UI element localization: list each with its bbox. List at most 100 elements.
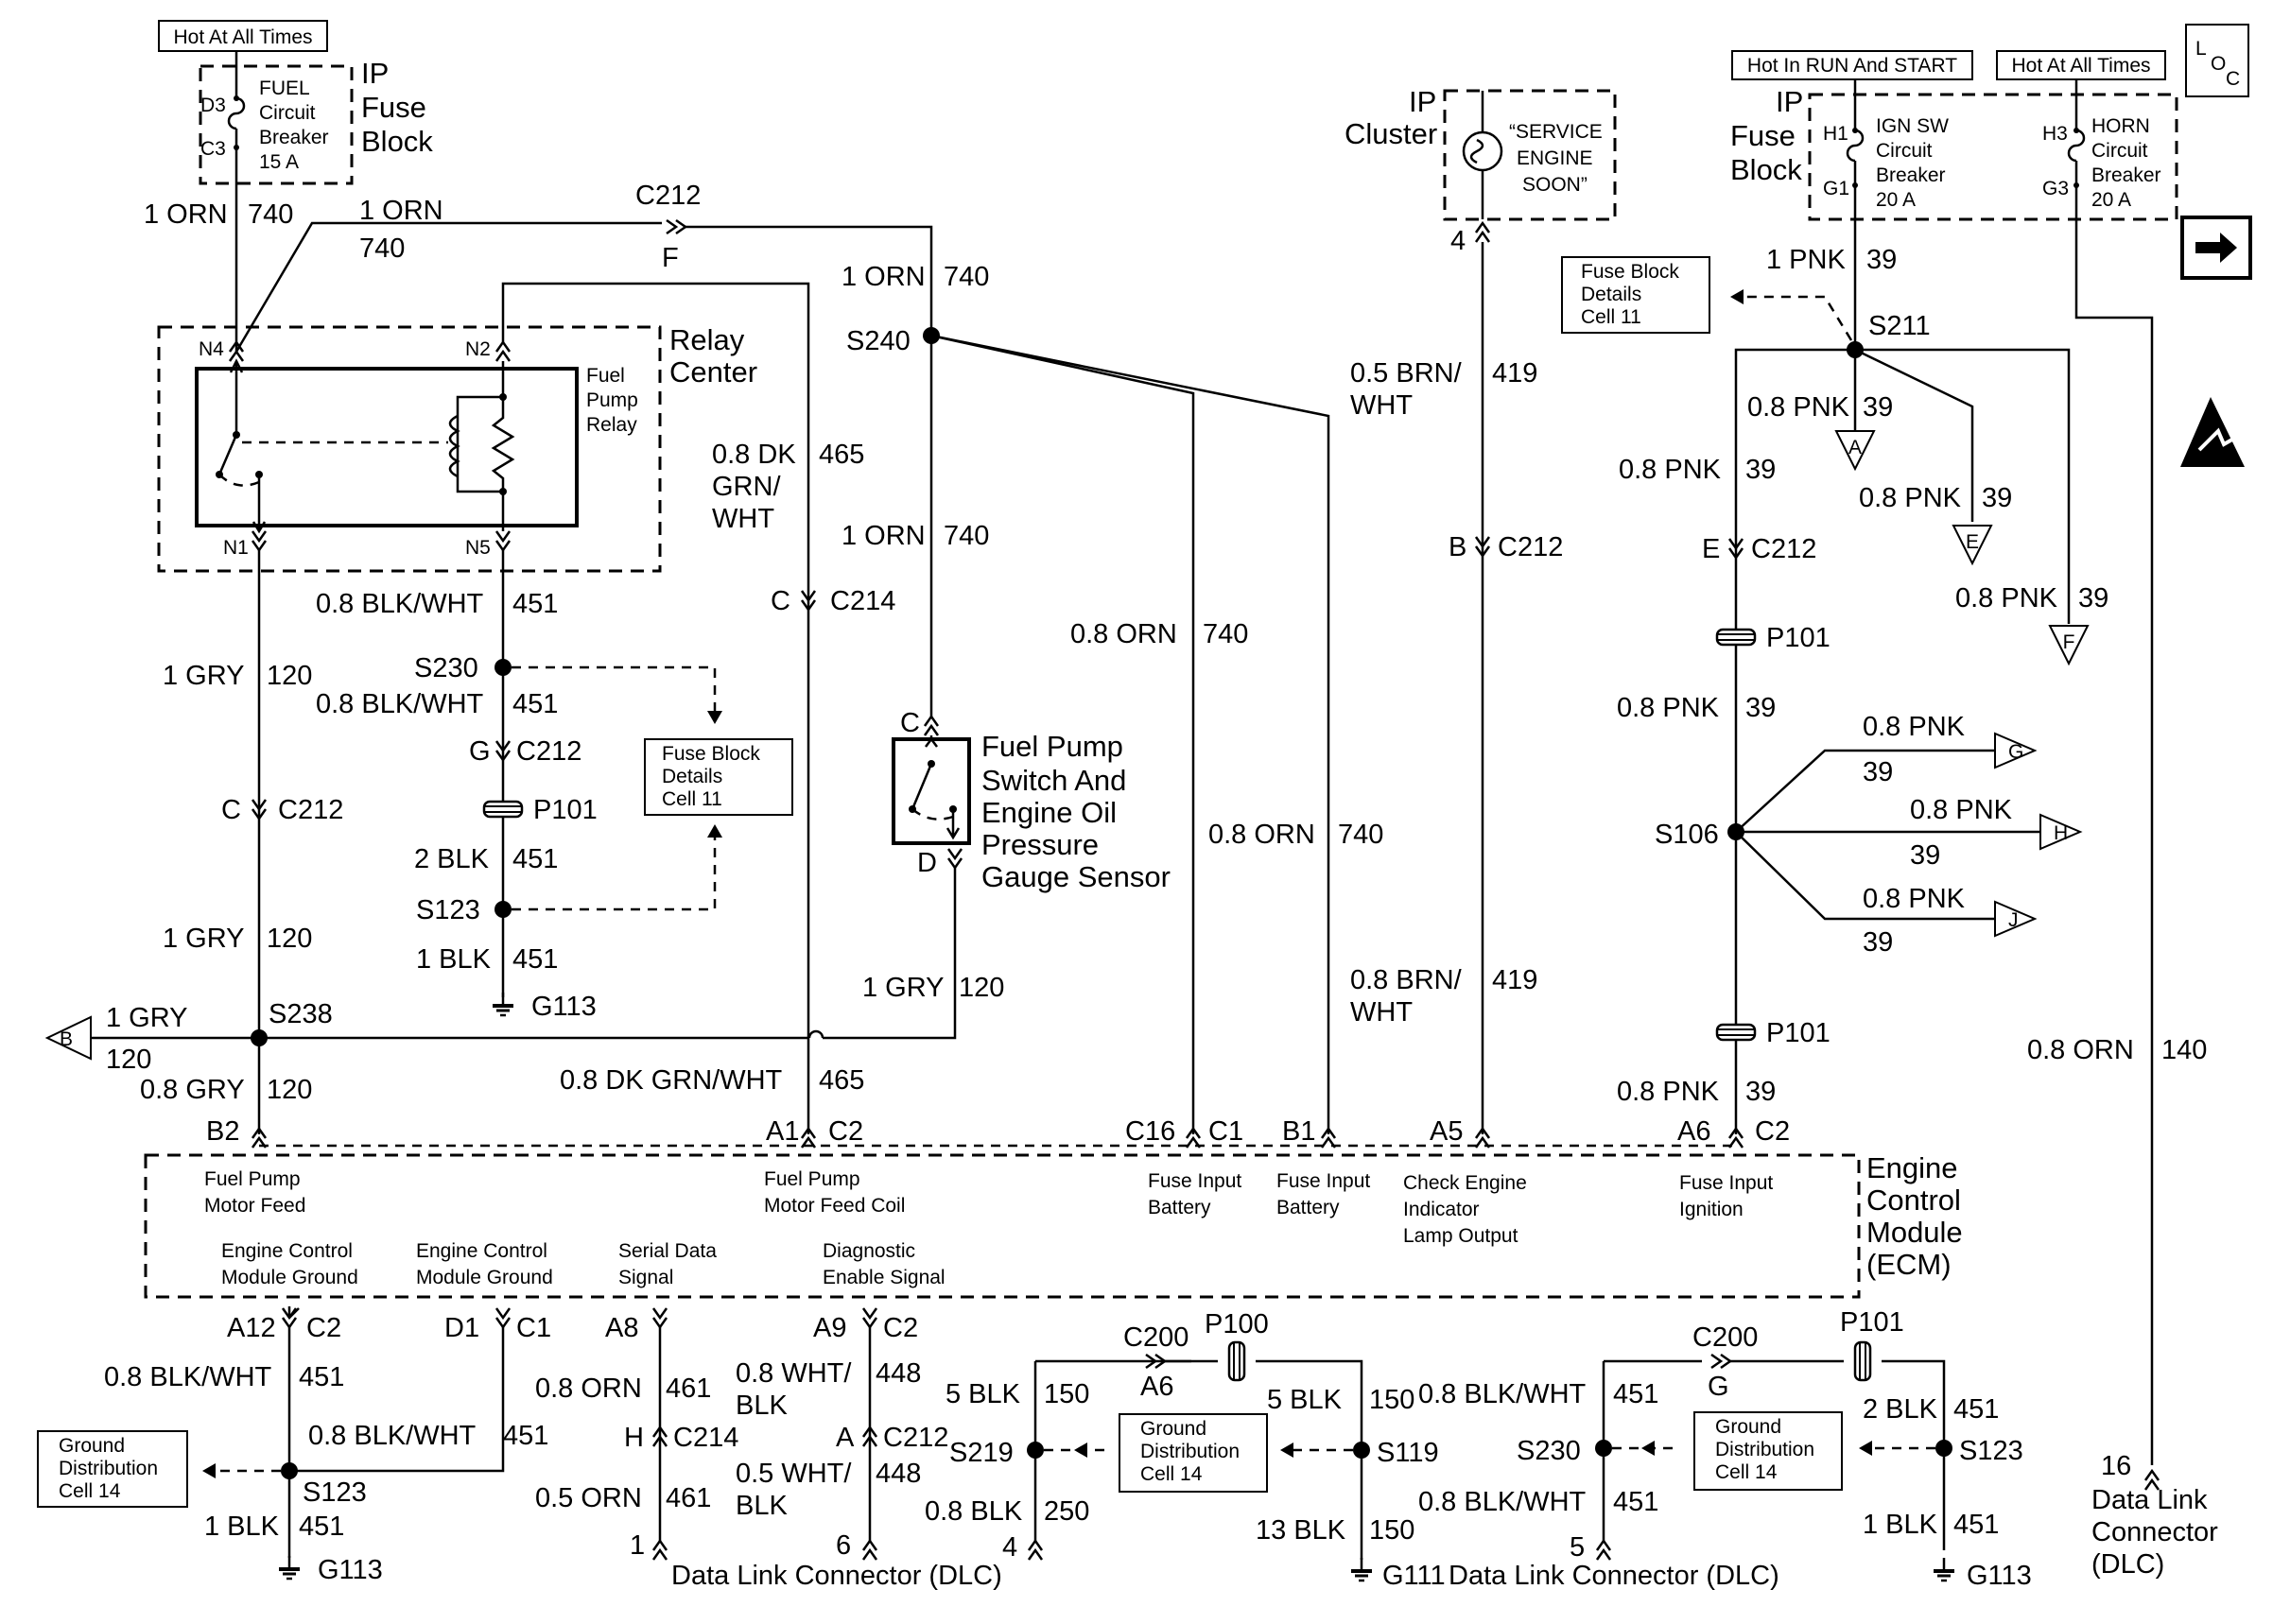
svg-text:S106: S106 xyxy=(1655,820,1719,850)
ground-g113-right xyxy=(1932,1556,1956,1582)
svg-text:20 A: 20 A xyxy=(2091,189,2131,211)
svg-text:Fuse: Fuse xyxy=(361,91,426,124)
ecm-box xyxy=(144,1153,1861,1299)
svg-text:IGN SW: IGN SW xyxy=(1876,115,1949,137)
connector-c200-g xyxy=(1709,1353,1732,1370)
splice-s123-bottom xyxy=(1935,1440,1952,1457)
svg-text:2 BLK: 2 BLK xyxy=(1863,1394,1938,1425)
svg-text:448: 448 xyxy=(876,1358,921,1389)
off-page-connector-h xyxy=(2039,813,2083,851)
svg-text:451: 451 xyxy=(1953,1394,1999,1425)
ecm-title: Engine Control Module (ECM) xyxy=(1866,1151,1963,1281)
connector-c212-f xyxy=(665,218,687,235)
splice-s119 xyxy=(1353,1442,1370,1459)
svg-text:120: 120 xyxy=(267,924,312,954)
svg-text:WHT: WHT xyxy=(1350,390,1413,421)
svg-text:Cell 14: Cell 14 xyxy=(1140,1463,1203,1485)
svg-text:C212: C212 xyxy=(1498,532,1563,562)
svg-text:P101: P101 xyxy=(1766,1018,1831,1048)
svg-text:C212: C212 xyxy=(635,181,701,211)
svg-text:N4: N4 xyxy=(199,338,224,360)
svg-text:A12: A12 xyxy=(227,1313,276,1343)
svg-text:39: 39 xyxy=(1745,693,1776,723)
svg-text:Indicator: Indicator xyxy=(1403,1199,1480,1220)
svg-text:0.8 DK: 0.8 DK xyxy=(712,440,796,470)
fuel-breaker-label: FUEL Circuit Breaker 15 A xyxy=(259,78,329,173)
svg-text:S123: S123 xyxy=(303,1477,367,1508)
svg-text:(DLC): (DLC) xyxy=(2091,1549,2164,1580)
svg-text:6: 6 xyxy=(836,1530,851,1561)
connector-p101-left xyxy=(482,800,524,819)
svg-text:A8: A8 xyxy=(605,1313,638,1343)
ecm-pin-fuse-input-battery-b1: Fuse Input Battery xyxy=(1276,1170,1370,1218)
svg-text:H1: H1 xyxy=(1823,123,1848,145)
svg-text:1 GRY: 1 GRY xyxy=(106,1003,188,1033)
off-page-connector-f xyxy=(2048,625,2090,666)
svg-text:Center: Center xyxy=(669,355,757,389)
svg-text:465: 465 xyxy=(819,440,864,470)
svg-text:C2: C2 xyxy=(306,1313,341,1343)
svg-text:G1: G1 xyxy=(1823,178,1849,199)
svg-text:4: 4 xyxy=(1002,1532,1017,1563)
svg-text:Hot At All Times: Hot At All Times xyxy=(173,26,312,48)
svg-text:G113: G113 xyxy=(318,1555,383,1585)
svg-text:Control: Control xyxy=(1866,1183,1961,1217)
svg-text:P101: P101 xyxy=(1766,623,1831,653)
svg-text:C1: C1 xyxy=(1208,1116,1243,1147)
next-page-arrow-icon[interactable] xyxy=(2180,216,2252,280)
svg-text:G: G xyxy=(469,736,491,767)
svg-text:2 BLK: 2 BLK xyxy=(414,844,490,874)
svg-text:FUEL: FUEL xyxy=(259,78,310,99)
svg-text:0.8 BLK: 0.8 BLK xyxy=(925,1496,1023,1527)
svg-text:451: 451 xyxy=(512,689,558,719)
svg-text:15 A: 15 A xyxy=(259,151,299,173)
dlc-right-label: Data Link Connector (DLC) xyxy=(2091,1485,2218,1580)
svg-text:0.8 DK GRN/WHT: 0.8 DK GRN/WHT xyxy=(560,1065,783,1096)
svg-text:S123: S123 xyxy=(416,895,480,925)
svg-text:120: 120 xyxy=(959,973,1004,1003)
svg-text:5 BLK: 5 BLK xyxy=(1267,1385,1343,1415)
svg-text:F: F xyxy=(662,243,679,273)
svg-text:451: 451 xyxy=(1613,1379,1658,1409)
svg-text:39: 39 xyxy=(1745,455,1776,485)
svg-text:B2: B2 xyxy=(206,1116,239,1147)
svg-text:740: 740 xyxy=(944,262,989,292)
svg-text:“SERVICE: “SERVICE xyxy=(1509,121,1603,143)
svg-text:Engine: Engine xyxy=(1866,1151,1958,1184)
connector-p101-right-bottom xyxy=(1715,1023,1757,1042)
splice-s219 xyxy=(1027,1442,1044,1459)
svg-text:Ground: Ground xyxy=(59,1435,125,1457)
svg-text:1 GRY: 1 GRY xyxy=(163,924,245,954)
ecm-pin-check-engine-lamp: Check Engine Indicator Lamp Output xyxy=(1403,1172,1527,1247)
svg-text:0.5 BRN/: 0.5 BRN/ xyxy=(1350,358,1463,389)
svg-text:C214: C214 xyxy=(673,1423,738,1453)
ground-distribution-right: Ground Distribution Cell 14 xyxy=(1693,1411,1843,1491)
svg-text:0.8 PNK: 0.8 PNK xyxy=(1617,1077,1720,1107)
relay-switch xyxy=(217,361,238,475)
relay-center-label: Relay Center xyxy=(669,323,757,389)
svg-text:Cell 14: Cell 14 xyxy=(1715,1461,1778,1483)
svg-text:1 ORN: 1 ORN xyxy=(842,521,926,551)
service-engine-soon-label: “SERVICE ENGINE SOON” xyxy=(1509,121,1603,196)
svg-text:Fuel: Fuel xyxy=(586,365,625,387)
svg-text:Module: Module xyxy=(1866,1216,1963,1249)
hot-in-run-and-start-note: Hot In RUN And START xyxy=(1731,50,1973,80)
svg-text:D: D xyxy=(917,848,937,878)
svg-text:Cell 11: Cell 11 xyxy=(662,788,722,810)
svg-text:Cluster: Cluster xyxy=(1345,117,1437,150)
svg-text:WHT: WHT xyxy=(1350,997,1413,1028)
svg-text:C212: C212 xyxy=(1751,534,1816,564)
svg-text:740: 740 xyxy=(248,199,293,230)
fuel-pump-relay-label: Fuel Pump Relay xyxy=(586,365,638,436)
connector-p101-bottom xyxy=(1853,1340,1872,1382)
svg-text:5: 5 xyxy=(1570,1532,1585,1563)
svg-text:IP: IP xyxy=(1409,85,1436,118)
svg-text:0.5 ORN: 0.5 ORN xyxy=(535,1483,642,1513)
svg-text:B1: B1 xyxy=(1282,1116,1315,1147)
svg-text:Block: Block xyxy=(1730,153,1802,186)
svg-text:0.8 PNK: 0.8 PNK xyxy=(1859,483,1962,513)
svg-text:451: 451 xyxy=(299,1512,344,1542)
ip-fuse-block-right-label: IP Fuse Block xyxy=(1730,85,1803,186)
ecm-pin-fuel-pump-motor-feed-coil: Fuel Pump Motor Feed Coil xyxy=(764,1168,905,1217)
svg-text:D1: D1 xyxy=(444,1313,479,1343)
